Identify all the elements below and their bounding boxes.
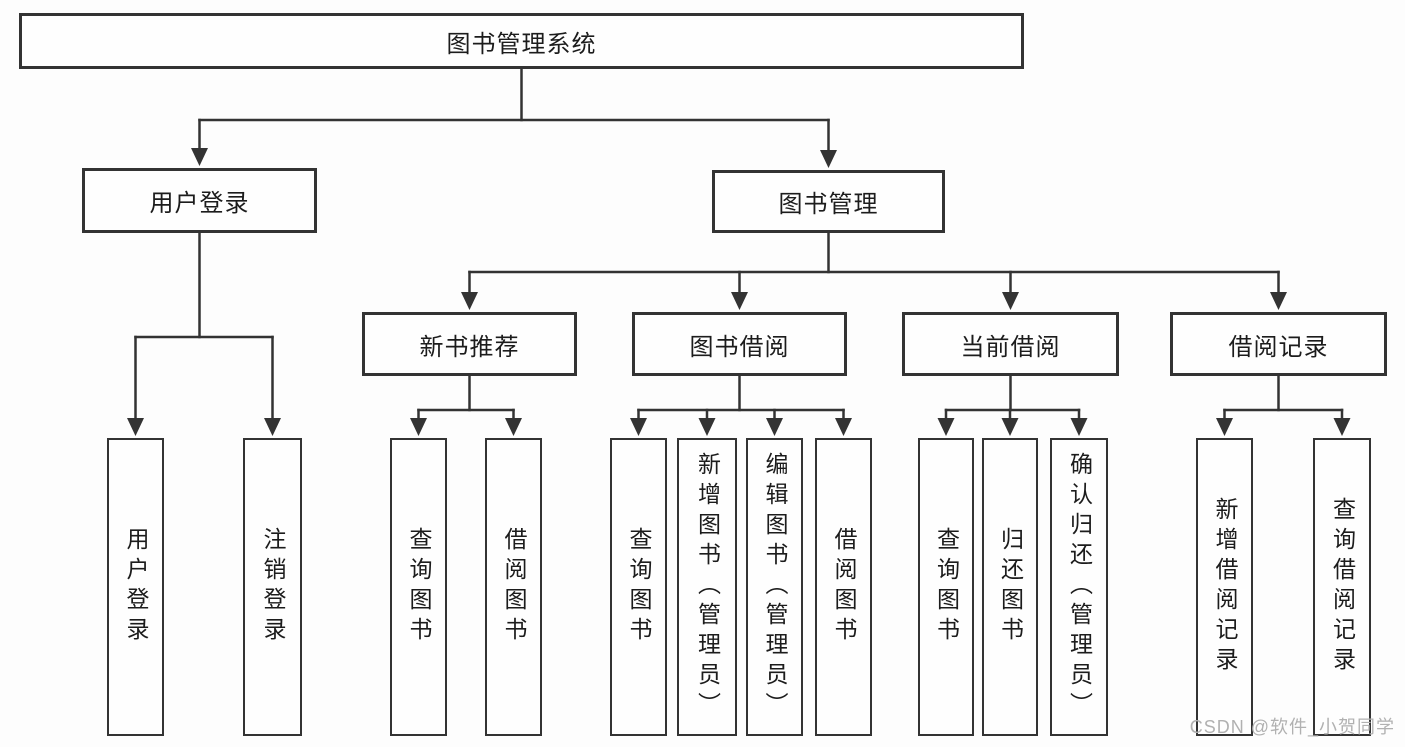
leaf-add-borrow-record: 新增借阅记录 xyxy=(1196,438,1253,736)
node-book-borrowing-label: 图书借阅 xyxy=(689,333,790,361)
leaf-return-books-label: 归还图书 xyxy=(997,527,1024,647)
leaf-recommend-query-books-label: 查询图书 xyxy=(406,527,432,647)
leaf-user-login-label: 用户登录 xyxy=(123,527,149,647)
leaf-user-login: 用户登录 xyxy=(107,438,164,736)
node-user-login: 用户登录 xyxy=(82,168,317,233)
leaf-add-books-admin-label: 新增图书（管理员） xyxy=(694,452,721,722)
leaf-current-query-books-label: 查询图书 xyxy=(933,527,960,647)
leaf-return-books: 归还图书 xyxy=(982,438,1038,736)
leaf-borrowing-query-books-label: 查询图书 xyxy=(626,527,652,647)
node-book-borrowing: 图书借阅 xyxy=(632,312,847,376)
leaf-current-query-books: 查询图书 xyxy=(918,438,974,736)
leaf-borrow-books: 借阅图书 xyxy=(815,438,872,736)
leaf-recommend-borrow-books: 借阅图书 xyxy=(485,438,542,736)
node-user-login-label: 用户登录 xyxy=(149,190,250,217)
leaf-add-books-admin: 新增图书（管理员） xyxy=(677,438,737,736)
leaf-borrowing-query-books: 查询图书 xyxy=(610,438,667,736)
leaf-query-borrow-record: 查询借阅记录 xyxy=(1313,438,1371,736)
node-library-system-label: 图书管理系统 xyxy=(446,30,597,58)
arrowheads xyxy=(127,148,1351,436)
leaf-edit-books-admin: 编辑图书（管理员） xyxy=(746,438,803,736)
node-new-book-recommend-label: 新书推荐 xyxy=(419,333,520,361)
leaf-logout-label: 注销登录 xyxy=(260,527,286,647)
leaf-recommend-query-books: 查询图书 xyxy=(390,438,447,736)
leaf-edit-books-admin-label: 编辑图书（管理员） xyxy=(762,452,788,722)
node-book-management: 图书管理 xyxy=(712,170,945,233)
leaf-add-borrow-record-label: 新增借阅记录 xyxy=(1212,497,1238,677)
node-new-book-recommend: 新书推荐 xyxy=(362,312,577,376)
leaf-query-borrow-record-label: 查询借阅记录 xyxy=(1329,497,1356,677)
node-book-management-label: 图书管理 xyxy=(778,191,879,218)
node-current-borrowing: 当前借阅 xyxy=(902,312,1119,376)
csdn-watermark: CSDN @软件_小贺同学 xyxy=(1189,717,1395,737)
node-library-system: 图书管理系统 xyxy=(19,13,1024,69)
leaf-recommend-borrow-books-label: 借阅图书 xyxy=(501,527,527,647)
node-borrowing-records-label: 借阅记录 xyxy=(1228,333,1329,361)
node-borrowing-records: 借阅记录 xyxy=(1170,312,1387,376)
leaf-logout: 注销登录 xyxy=(243,438,302,736)
node-current-borrowing-label: 当前借阅 xyxy=(960,333,1061,361)
leaf-borrow-books-label: 借阅图书 xyxy=(831,527,857,647)
leaf-confirm-return-admin: 确认归还（管理员） xyxy=(1050,438,1108,736)
leaf-confirm-return-admin-label: 确认归还（管理员） xyxy=(1066,452,1093,722)
